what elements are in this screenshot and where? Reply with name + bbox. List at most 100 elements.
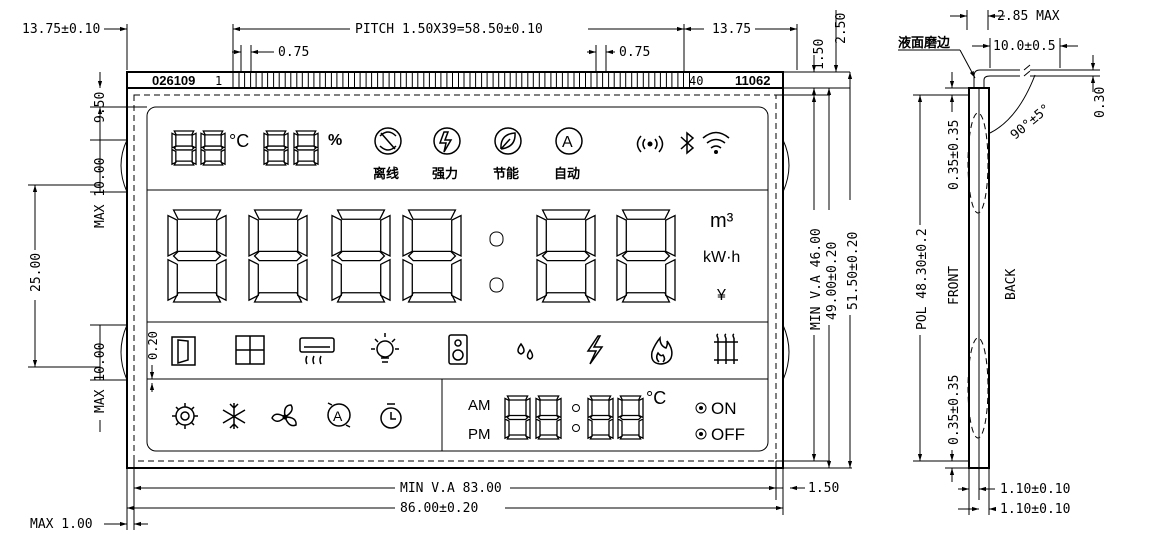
segment <box>621 209 671 220</box>
pin <box>359 71 367 89</box>
segment <box>283 132 289 150</box>
segment <box>216 214 227 258</box>
segment <box>617 418 623 440</box>
unit-celsius-2: °C <box>646 388 666 408</box>
dim-top-left: 13.75±0.10 <box>22 22 100 37</box>
pin <box>324 71 332 89</box>
dim-bottom-max: MAX 1.00 <box>30 517 93 532</box>
segment <box>297 258 308 302</box>
segment <box>263 132 269 150</box>
seven-segment-digits <box>167 130 676 440</box>
segment <box>619 414 642 421</box>
dim-side-285: 2.85 MAX <box>997 9 1060 24</box>
auto-mode-icon: A <box>555 127 583 155</box>
segment <box>617 397 623 419</box>
pin <box>463 71 471 89</box>
mode-offline-label: 离线 <box>373 166 399 181</box>
dim-side-100: 10.0±0.5 <box>993 39 1056 54</box>
unit-cubic-meter: m³ <box>710 210 734 232</box>
digit-clock-4 <box>617 395 644 440</box>
dim-pin-width-right: 0.75 <box>619 45 650 60</box>
water-drop-icon <box>517 342 534 360</box>
dim-right-4900: 49.00±0.20 <box>825 242 840 320</box>
digit-main-4 <box>402 209 462 303</box>
segment <box>331 214 342 258</box>
dim-left-2500: 25.00 <box>29 253 44 292</box>
segment <box>619 395 642 401</box>
radiator-icon <box>714 333 738 364</box>
segment <box>589 414 612 421</box>
segment <box>295 145 317 151</box>
segment <box>200 132 206 150</box>
pin <box>532 71 540 89</box>
pin <box>313 71 321 89</box>
digit-temp-2 <box>200 130 226 166</box>
digit-main-2 <box>248 209 308 303</box>
dim-bottom-va: MIN V.A 83.00 <box>400 481 502 496</box>
segment <box>253 292 303 303</box>
air-conditioner-icon <box>299 337 335 365</box>
segment <box>380 258 391 302</box>
segment <box>536 214 547 258</box>
code-right: 11062 <box>735 73 770 88</box>
segment <box>265 145 287 151</box>
dim-side-angle: 90°±5° <box>1008 101 1054 143</box>
pin <box>440 71 448 89</box>
segment <box>504 397 510 419</box>
auto-letter: A <box>562 134 573 151</box>
unit-percent: % <box>328 132 342 149</box>
segment <box>506 434 529 440</box>
digit-humidity-2 <box>293 130 319 166</box>
mode-auto-label: 自动 <box>554 166 580 181</box>
segment <box>525 418 531 440</box>
segment <box>536 258 547 302</box>
pin <box>636 71 644 89</box>
bottom-dimensions: MIN V.A 83.00 1.50 86.00±0.20 MAX 1.00 <box>30 461 839 532</box>
segment <box>402 258 413 302</box>
pin <box>244 71 252 89</box>
on-label: ON <box>711 399 737 418</box>
mode-eco-label: 节能 <box>493 166 519 181</box>
segment <box>608 418 614 440</box>
segment <box>535 397 541 419</box>
segment <box>619 434 642 440</box>
segment <box>638 418 644 440</box>
pin <box>544 71 552 89</box>
segment <box>191 132 197 150</box>
door-icon <box>171 336 196 366</box>
am-label: AM <box>468 397 491 414</box>
segment <box>202 160 224 166</box>
segment <box>297 214 308 258</box>
dim-side-110a: 1.10±0.10 <box>1000 482 1070 497</box>
pin <box>417 71 425 89</box>
pin <box>336 71 344 89</box>
segment <box>402 214 413 258</box>
segment <box>202 145 224 151</box>
segment <box>616 214 627 258</box>
pin <box>498 71 506 89</box>
pin <box>671 71 679 89</box>
segment <box>585 258 596 302</box>
snowflake-icon <box>222 403 246 429</box>
dim-bottom-8600: 86.00±0.20 <box>400 501 478 516</box>
dim-left-max1: MAX 10.00 <box>93 158 108 228</box>
segment <box>248 258 259 302</box>
pin <box>521 71 529 89</box>
segment <box>265 160 287 166</box>
segment <box>589 434 612 440</box>
pin-row <box>232 71 690 89</box>
segment <box>616 258 627 302</box>
pin <box>648 71 656 89</box>
segment <box>216 258 227 302</box>
segment <box>585 214 596 258</box>
segment <box>173 145 195 151</box>
segment <box>537 434 560 440</box>
segment <box>665 258 676 302</box>
dim-v-250: 2.50 <box>834 13 849 44</box>
bluetooth-icon <box>680 131 695 155</box>
pin <box>555 71 563 89</box>
pin <box>475 71 483 89</box>
pin <box>267 71 275 89</box>
segment <box>380 214 391 258</box>
segment <box>506 414 529 421</box>
